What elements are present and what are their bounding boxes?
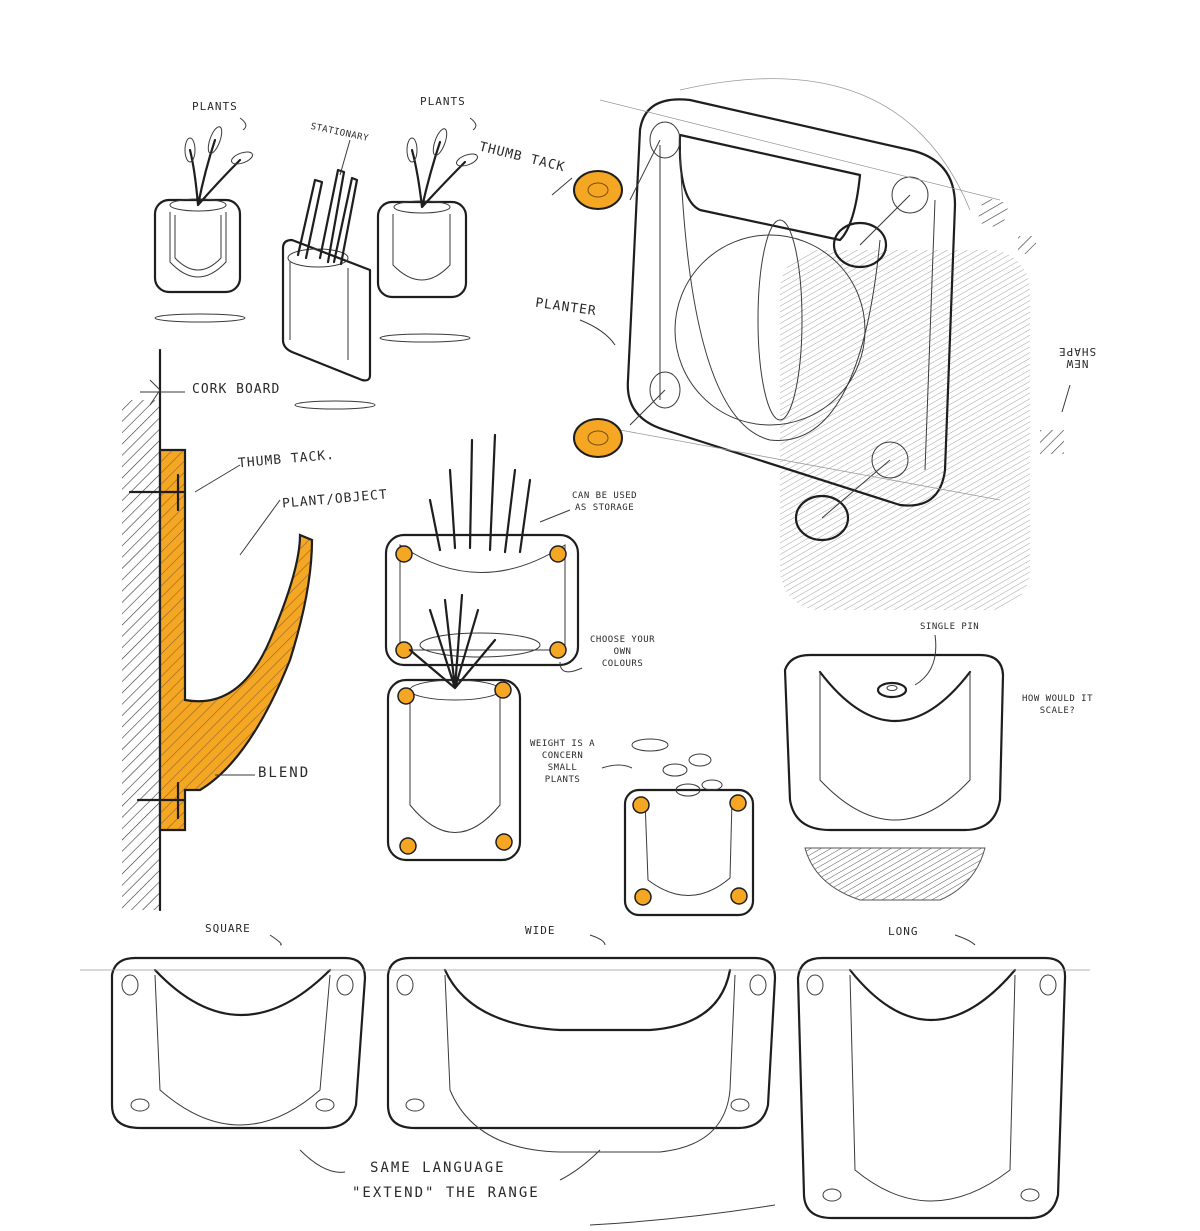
square-label: SQUARE <box>205 922 251 935</box>
square-variant <box>110 956 367 1130</box>
single-pin-label: SINGLE PIN <box>920 622 980 632</box>
cork-board-label: CORK BOARD <box>192 382 281 397</box>
colours-label: CHOOSE YOUR OWN COLOURS <box>590 635 656 669</box>
plants-label-right: PLANTS <box>420 95 466 108</box>
plants-label-left: PLANTS <box>192 100 238 113</box>
thumb-tack-icon <box>573 418 623 458</box>
small-planter-right <box>376 128 478 343</box>
long-variant <box>796 956 1067 1220</box>
small-pen-holder <box>281 168 376 410</box>
scale-label: HOW WOULD IT SCALE? <box>1022 694 1094 716</box>
single-pin-planter <box>783 653 1005 901</box>
small-planter-left <box>153 126 253 323</box>
weight-label: WEIGHT IS A CONCERN SMALL PLANTS <box>530 739 596 785</box>
wide-variant <box>386 956 777 1153</box>
large-planter-perspective <box>599 78 1030 610</box>
thumb-tack-icon <box>573 170 623 210</box>
side-note-label: NEW SHAPE <box>1058 345 1097 370</box>
same-language-label: SAME LANGUAGE <box>370 1160 506 1176</box>
extend-range-label: "EXTEND" THE RANGE <box>352 1185 540 1201</box>
plant-planter-module <box>386 593 522 862</box>
cork-board-section <box>122 348 314 912</box>
wide-label: WIDE <box>525 924 556 937</box>
succulent-planter-module <box>623 738 755 917</box>
long-label: LONG <box>888 925 919 938</box>
blend-label: BLEND <box>258 765 311 781</box>
storage-label: CAN BE USED AS STORAGE <box>572 491 638 513</box>
storage-planter-module <box>384 433 580 667</box>
